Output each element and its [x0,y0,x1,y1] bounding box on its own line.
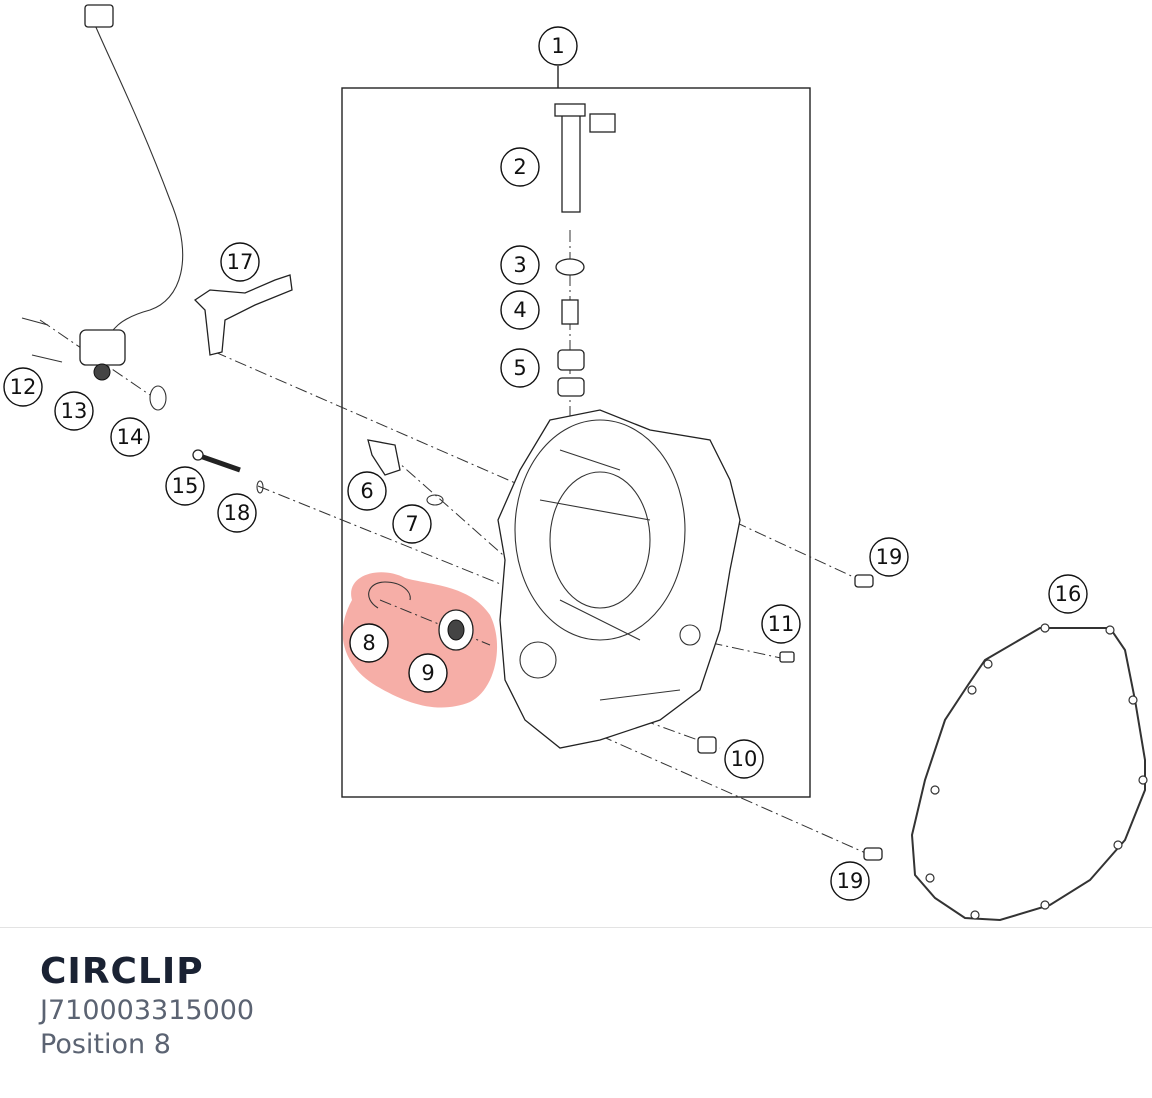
callout-14[interactable]: 14 [110,417,150,457]
clutch-cover [497,409,741,749]
svg-text:16: 16 [1055,582,1082,606]
part-position: Position 8 [40,1029,171,1060]
svg-text:11: 11 [768,612,795,636]
callout-11[interactable]: 11 [761,604,801,644]
svg-text:10: 10 [731,747,758,771]
sensor-cable [21,4,184,411]
svg-text:8: 8 [362,631,375,655]
exploded-parts-diagram: 1 2 3 4 5 6 7 8 9 10 11 12 13 14 15 16 1… [3,4,1148,922]
bolt-part [192,449,264,494]
svg-text:17: 17 [227,250,254,274]
divider [0,927,1152,928]
part-info-panel: CIRCLIP J710003315000 Position 8 [40,950,254,1062]
svg-text:6: 6 [360,479,373,503]
svg-text:19: 19 [837,869,864,893]
callout-17[interactable]: 17 [220,242,260,282]
callout-6[interactable]: 6 [347,471,387,511]
shaft-assembly [554,103,616,397]
callout-16[interactable]: 16 [1048,574,1088,614]
callout-7[interactable]: 7 [392,504,432,544]
small-parts [697,574,883,861]
callout-12[interactable]: 12 [3,367,43,407]
callout-3[interactable]: 3 [500,245,540,285]
svg-text:9: 9 [421,661,434,685]
svg-text:5: 5 [513,356,526,380]
svg-text:4: 4 [513,298,526,322]
part-title: CIRCLIP [40,951,204,992]
svg-text:14: 14 [117,425,144,449]
svg-text:7: 7 [405,512,418,536]
assembly-frame [341,87,811,798]
gasket-part [910,627,1146,922]
callout-10[interactable]: 10 [724,739,764,779]
callout-5[interactable]: 5 [500,348,540,388]
svg-text:19: 19 [876,545,903,569]
circlip-and-bearing [368,581,474,651]
callout-9[interactable]: 9 [408,653,448,693]
svg-text:13: 13 [61,399,88,423]
callout-19-upper[interactable]: 19 [869,537,909,577]
highlight-region[interactable] [342,572,498,708]
callout-19-lower[interactable]: 19 [830,861,870,901]
plug-part [367,439,444,506]
svg-text:12: 12 [10,375,37,399]
svg-text:18: 18 [224,501,251,525]
part-number: J710003315000 [40,995,255,1026]
callout-2[interactable]: 2 [500,147,540,187]
svg-text:3: 3 [513,253,526,277]
callout-4[interactable]: 4 [500,290,540,330]
bracket-part [193,274,293,356]
callout-18[interactable]: 18 [217,493,257,533]
gasket-holes [925,623,1148,920]
callout-8[interactable]: 8 [349,623,389,663]
callout-15[interactable]: 15 [165,466,205,506]
callout-1[interactable]: 1 [538,26,578,66]
svg-text:1: 1 [551,34,564,58]
svg-text:15: 15 [172,474,199,498]
callout-13[interactable]: 13 [54,391,94,431]
svg-text:2: 2 [513,155,526,179]
